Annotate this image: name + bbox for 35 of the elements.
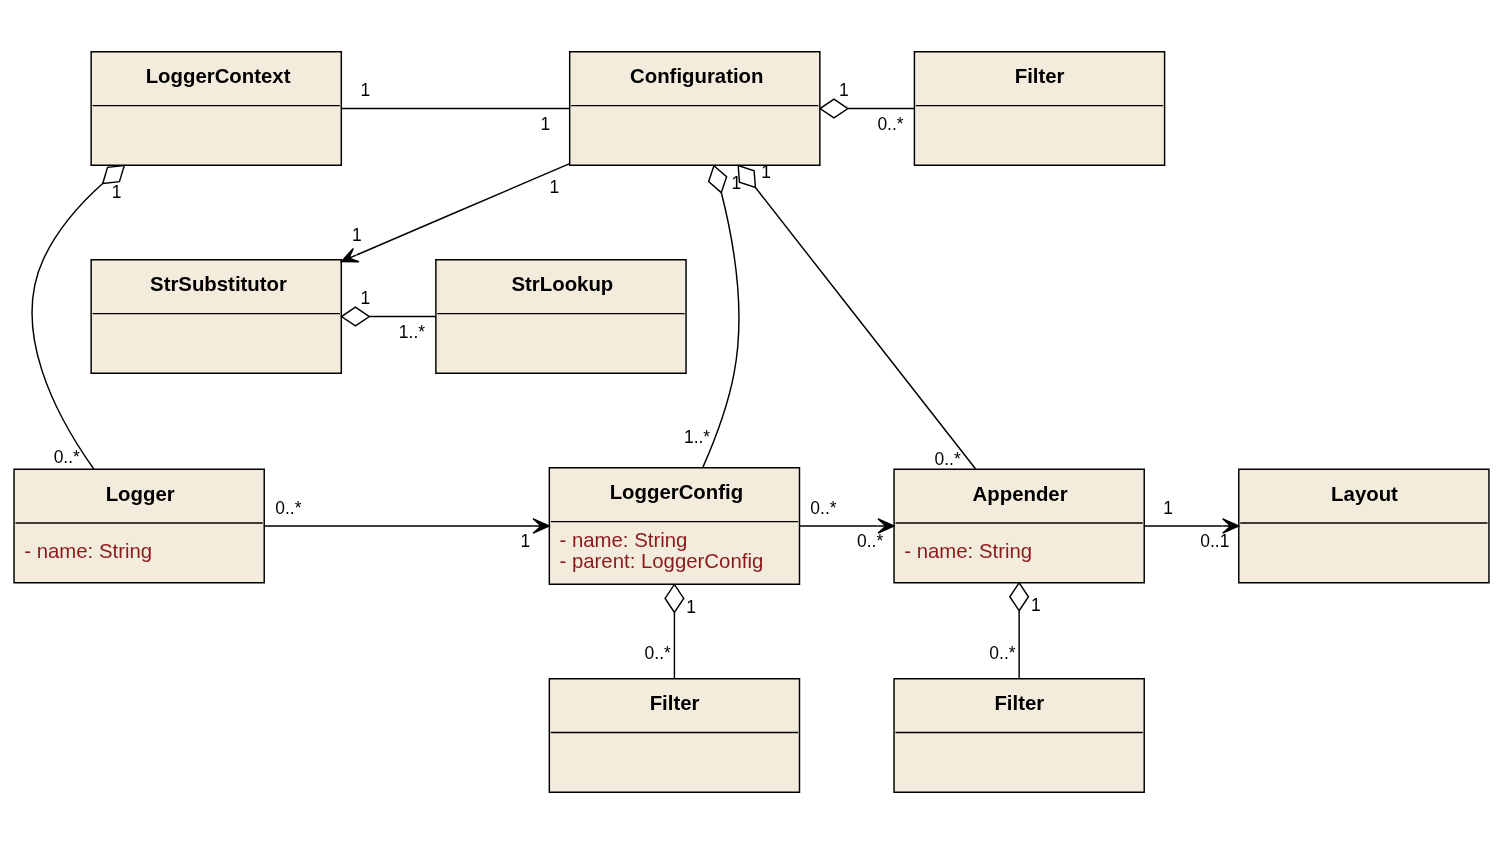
label: 0..1 [1200, 531, 1230, 552]
arrow [263, 518, 550, 534]
label: 0..* [934, 448, 961, 469]
label: 1 [360, 288, 371, 309]
connector [737, 164, 977, 470]
label: 0..* [644, 643, 671, 664]
connector [818, 98, 916, 119]
arrow [1143, 518, 1240, 534]
label: 0..* [275, 497, 302, 518]
label: 1..* [683, 427, 711, 448]
connector [31, 164, 126, 470]
arrow [798, 518, 895, 534]
label: 1 [686, 596, 696, 617]
label: 1 [838, 80, 849, 101]
label: 1..* [398, 321, 426, 342]
label: 1 [351, 225, 362, 246]
label: 1 [1030, 595, 1041, 616]
arrow [340, 162, 571, 263]
label: 1 [520, 531, 531, 552]
label: 0..* [857, 531, 884, 552]
connector [1008, 581, 1030, 680]
label: 1 [731, 172, 742, 193]
label: 0..* [53, 447, 80, 468]
label: 0..* [877, 113, 904, 134]
label: 1 [111, 182, 122, 203]
label: 0..* [810, 497, 837, 518]
connector [340, 107, 570, 110]
label: 1 [360, 80, 371, 101]
label: 1 [1163, 497, 1174, 518]
label: 1 [549, 176, 560, 197]
label: 1 [540, 113, 551, 134]
connector [340, 306, 437, 327]
connector [702, 164, 740, 468]
label: 0..* [989, 643, 1016, 664]
connector [664, 583, 685, 680]
